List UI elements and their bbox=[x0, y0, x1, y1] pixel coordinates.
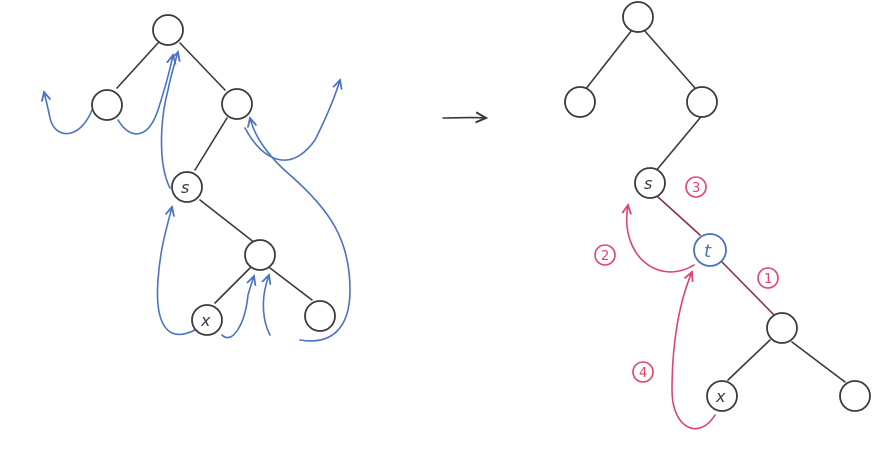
right-node-b bbox=[687, 87, 717, 117]
step-badge-3: 3 bbox=[686, 177, 706, 197]
blue-arrow-to-lower-right bbox=[263, 275, 270, 335]
blue-arrow-x-to-s bbox=[157, 207, 195, 334]
red-arrow-t-to-s bbox=[627, 205, 694, 272]
left-tree-nodes: s x bbox=[92, 15, 335, 335]
blue-arrow-right-up bbox=[245, 80, 340, 160]
left-node-right-leaf bbox=[305, 301, 335, 331]
step-badges: 3 2 1 4 bbox=[595, 177, 778, 382]
left-node-b bbox=[222, 89, 252, 119]
right-label-t: t bbox=[704, 241, 712, 262]
blue-arrow-right-leaf bbox=[250, 118, 350, 341]
right-tree-edges bbox=[585, 30, 845, 382]
right-label-x: x bbox=[715, 387, 726, 406]
step-badge-4: 4 bbox=[633, 362, 653, 382]
step-badge-1: 1 bbox=[758, 268, 778, 288]
blue-arrow-x-to-lower bbox=[222, 276, 254, 338]
right-node-mid bbox=[767, 313, 797, 343]
left-tree: s x bbox=[44, 15, 350, 341]
blue-arrow-to-root-left bbox=[118, 55, 173, 134]
svg-text:4: 4 bbox=[639, 366, 647, 381]
step-badge-2: 2 bbox=[595, 245, 615, 265]
right-label-s: s bbox=[644, 174, 652, 193]
left-node-a bbox=[92, 90, 122, 120]
svg-text:3: 3 bbox=[692, 181, 700, 196]
right-root-node bbox=[623, 2, 653, 32]
left-root-node bbox=[153, 15, 183, 45]
left-label-x: x bbox=[200, 311, 211, 330]
svg-text:2: 2 bbox=[601, 249, 609, 264]
left-label-s: s bbox=[181, 178, 189, 197]
left-tree-edges bbox=[117, 43, 312, 303]
blue-arrow-left-subtree-up bbox=[44, 92, 92, 134]
right-node-right-leaf bbox=[840, 381, 870, 411]
right-tree: s t x 3 2 1 4 bbox=[565, 2, 870, 429]
left-node-mid bbox=[245, 240, 275, 270]
right-node-a bbox=[565, 87, 595, 117]
red-arrow-x-to-t bbox=[672, 272, 715, 429]
svg-text:1: 1 bbox=[764, 272, 772, 287]
right-tree-nodes: s t x bbox=[565, 2, 870, 411]
